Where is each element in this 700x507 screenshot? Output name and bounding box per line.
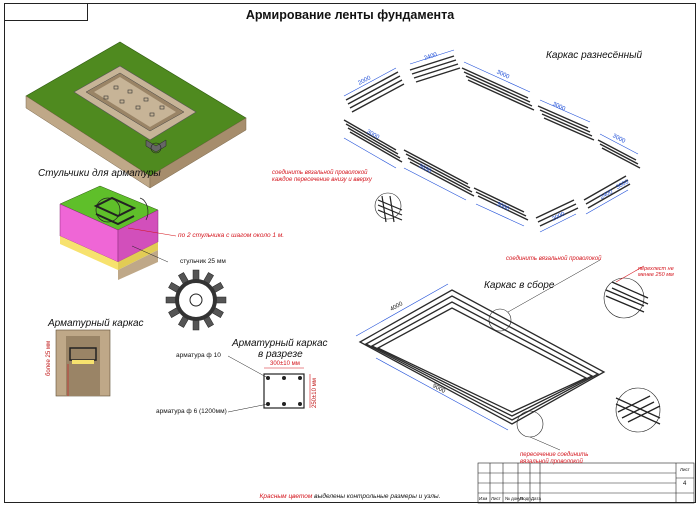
exploded-detail-circle	[374, 192, 402, 220]
footer-note-red: Красным цветом	[259, 493, 313, 500]
cage-section-caption-1: Арматурный каркас	[232, 338, 328, 349]
footer-note-rest: выделены контрольные размеры и узлы.	[312, 493, 441, 500]
footer-note: Красным цветом выделены контрольные разм…	[0, 493, 700, 500]
sheet-frame	[4, 3, 696, 503]
trench-illustration	[25, 41, 247, 189]
tb-sheet-number: 4	[683, 481, 687, 487]
assembled-caption: Каркас в сборе	[484, 280, 555, 291]
tie-wire-note: соединить вязальной проволокой	[506, 256, 602, 262]
tie-each-note: соединить вязальной проволокой каждое пе…	[272, 170, 372, 183]
tb-cell-date: Дата	[531, 496, 541, 501]
cage-section-caption-2: в разрезе	[258, 349, 303, 360]
tb-cell-sign: Подп.	[520, 496, 532, 501]
exploded-caption: Каркас разнесённый	[546, 50, 643, 61]
assembled-frame-illustration	[358, 289, 606, 425]
small-cage-caption: Арматурный каркас	[48, 318, 144, 329]
exploded-detail-bars	[377, 195, 403, 223]
section-height-dim: 250±10 мм	[312, 378, 318, 408]
tb-cell-izm: Изм	[479, 496, 488, 501]
page-title: Армирование ленты фундамента	[245, 8, 455, 22]
exploded-dimension-lines	[343, 49, 639, 233]
corner-stamp-box	[4, 3, 88, 21]
rebar-stirrup-note: арматура ф 6 (1200мм)	[156, 408, 227, 415]
rebar-main-note: арматура ф 10	[176, 352, 221, 359]
overlap-detail-illustration	[603, 265, 649, 319]
section-width-dim: 300±10 мм	[270, 361, 300, 367]
title-block-lines	[477, 462, 695, 504]
chairs-caption: Стульчики для арматуры	[38, 168, 161, 179]
tb-cell-doc: № докум.	[505, 496, 525, 501]
corner-detail-illustration	[615, 387, 661, 433]
tb-sheet-label: Лист	[680, 467, 690, 472]
chair-step-note: по 2 стульчика с шагом около 1 м.	[178, 232, 285, 239]
chair-wheel-illustration	[165, 269, 227, 331]
cage-section-illustration	[227, 355, 311, 413]
overlap-note: перехлест не менее 250 мм	[638, 266, 674, 278]
small-cage-illustration	[55, 329, 111, 397]
chair-size-note: стульчик 25 мм	[180, 258, 226, 265]
tie-cross-note: пересечение соединить вязальной проволок…	[520, 452, 589, 465]
chair-detail-illustration	[59, 185, 177, 280]
tb-cell-list: Лист	[491, 496, 501, 501]
exploded-frame-illustration	[343, 55, 641, 227]
assembled-dimension-lines	[355, 283, 509, 431]
gap-vertical-note: более 25 мм	[46, 340, 52, 376]
